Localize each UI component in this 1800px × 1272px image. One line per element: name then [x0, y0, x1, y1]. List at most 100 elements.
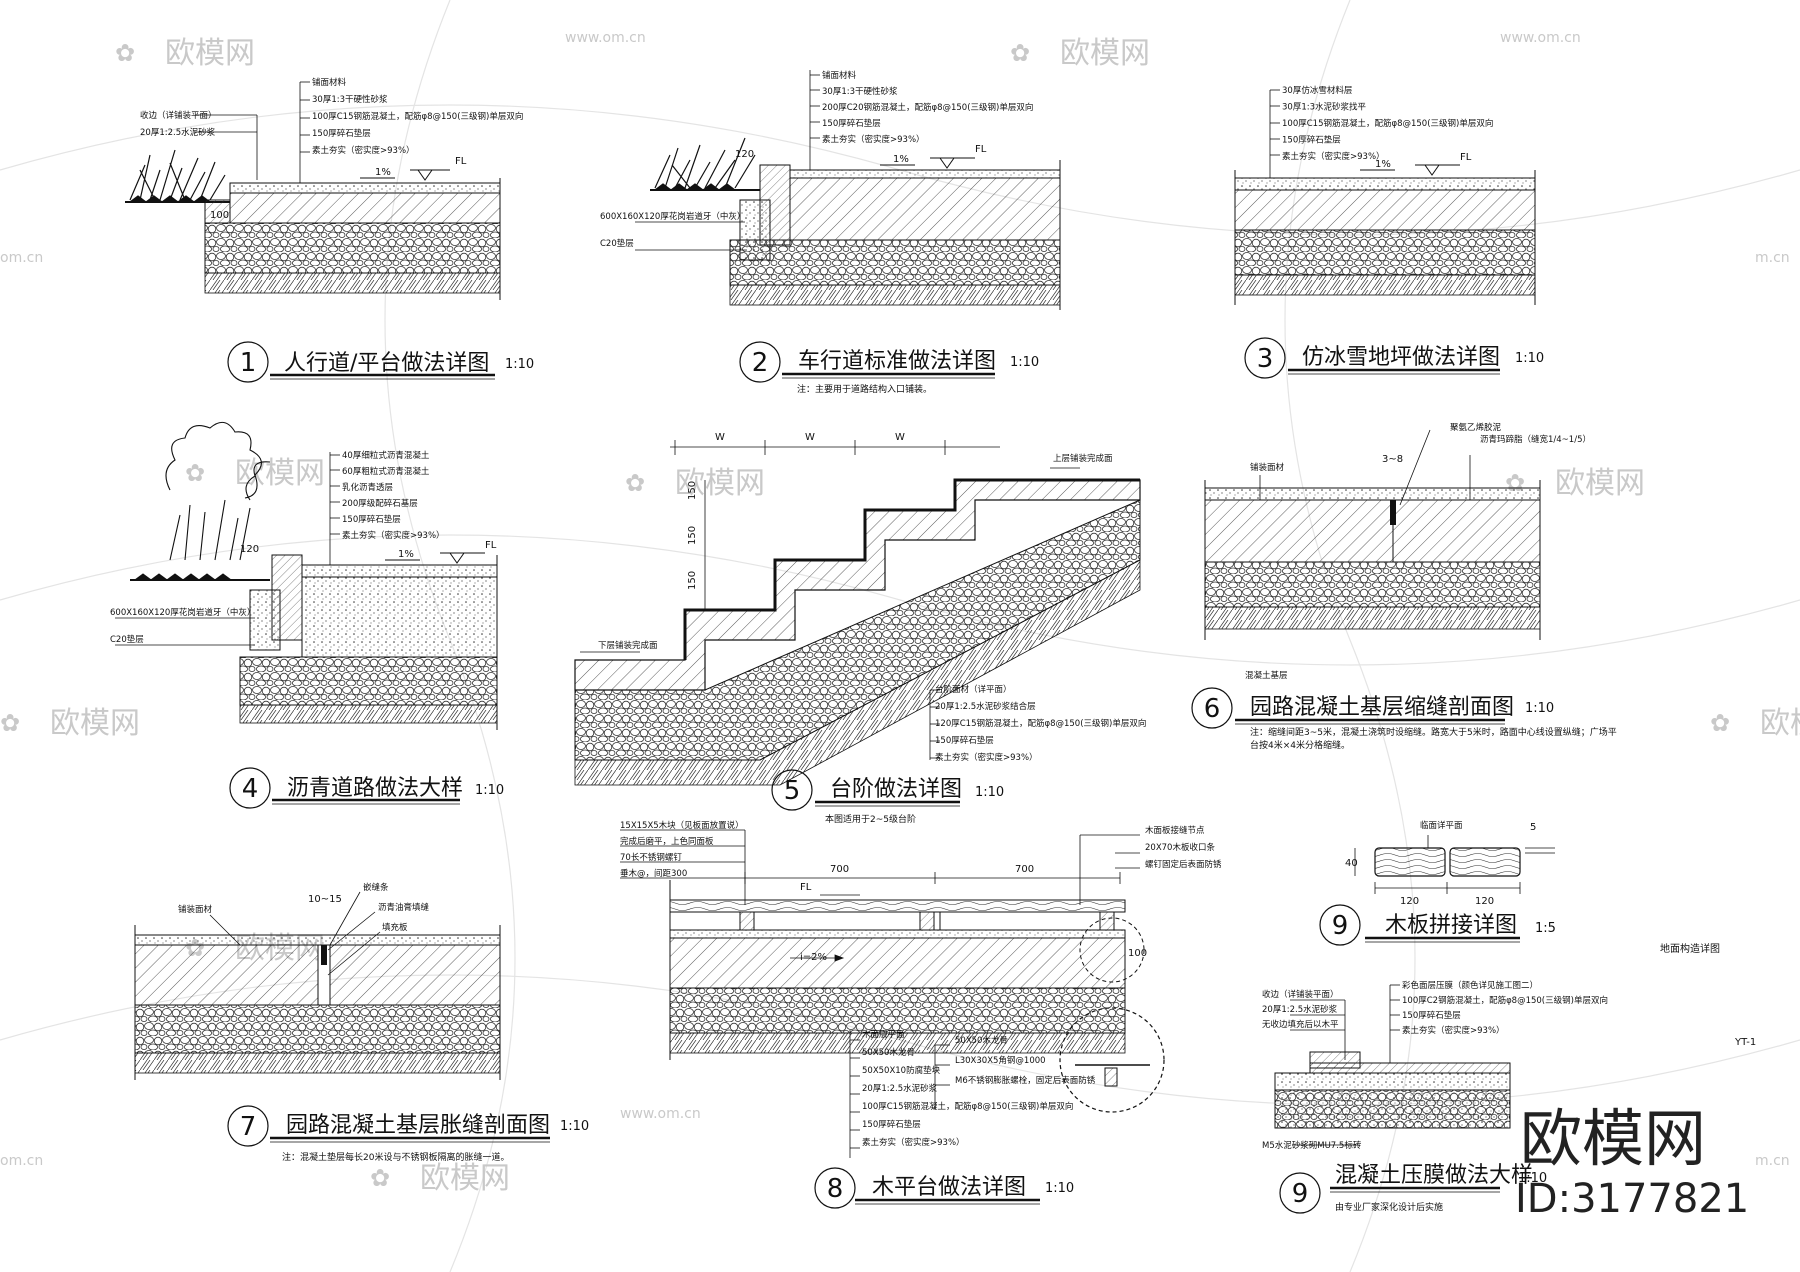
layer-label: 50X50木龙骨	[862, 1047, 915, 1058]
dimension-label: 120	[735, 149, 754, 160]
detail-5	[574, 440, 1141, 786]
layer-label: 150厚碎石垫层	[822, 118, 881, 129]
detail-number-circle	[1319, 904, 1361, 946]
callout-label: M6不锈钢膨胀螺栓，固定后表面防锈	[955, 1075, 1096, 1086]
side-label: 15X15X5木块（见板面放置说）	[620, 820, 744, 831]
layer-label: 200厚级配碎石基层	[342, 498, 418, 509]
detail-9-board	[1354, 835, 1555, 894]
detail-1	[125, 81, 501, 300]
side-label: 20厚1:2.5水泥砂浆	[1262, 1004, 1338, 1015]
layer-label: 填充板	[382, 922, 408, 933]
side-label: 20厚1:2.5水泥砂浆	[140, 127, 216, 138]
fl-marker	[360, 169, 450, 181]
dimension-label: 150	[687, 571, 698, 590]
watermark-logo-icon: ✿	[1710, 709, 1730, 737]
dimension-label: W	[715, 432, 725, 443]
detail-number-circle	[227, 1105, 269, 1147]
side-label: 70长不锈钢螺钉	[620, 852, 682, 863]
detail-number-circle	[227, 341, 269, 383]
dimension-label: 120	[1400, 896, 1419, 907]
detail-number-circle	[739, 341, 781, 383]
layer-label: 沥青油膏填缝	[378, 902, 430, 913]
brand-name: 欧模网	[1520, 1102, 1706, 1175]
layer-label: 30厚1:3水泥砂浆找平	[1282, 102, 1366, 113]
detail-number: 7	[240, 1112, 257, 1142]
dimension-label: 700	[1015, 864, 1034, 875]
dimension-label: 3~8	[1382, 454, 1403, 465]
detail-title: 木平台做法详图	[872, 1175, 1026, 1200]
detail-number: 3	[1257, 344, 1274, 374]
layer-label: 200厚C20钢筋混凝土，配筋φ8@150(三级钢)单层双向	[822, 102, 1033, 113]
watermark-logo-icon: ✿	[115, 39, 135, 67]
layer-label: 彩色面层压膜（颜色详见施工图二）	[1402, 980, 1538, 991]
layer-label: 聚氨乙烯胶泥	[1450, 422, 1502, 433]
detail-scale: 1:10	[1045, 1181, 1074, 1196]
layer-label: 木面层平面	[862, 1029, 905, 1040]
watermark-logo-icon: ✿	[0, 709, 20, 737]
detail-number: 8	[827, 1174, 844, 1204]
layer-label: 100厚C15钢筋混凝土，配筋φ8@150(三级钢)单层双向	[862, 1101, 1073, 1112]
detail-scale: 1:10	[560, 1119, 589, 1134]
layer-label: 30厚1:3干硬性砂浆	[822, 86, 898, 97]
layer-label: 铺装面材	[1250, 462, 1285, 473]
watermark-logo-icon: ✿	[625, 469, 645, 497]
sheet-code: YT-1	[1734, 1037, 1756, 1048]
watermark-url: m.cn	[1755, 1153, 1790, 1169]
side-label: 完成后磨平，上色同面板	[620, 836, 714, 847]
grass-icon	[650, 137, 760, 191]
dimension-label: 100	[1128, 948, 1147, 959]
side-label: C20垫层	[600, 238, 634, 249]
dimension-label: W	[895, 432, 905, 443]
layer-label: 150厚碎石垫层	[312, 128, 371, 139]
brand-id: ID:3177821	[1515, 1176, 1749, 1222]
fl-label: FL	[1460, 152, 1472, 163]
layer-label: 素土夯实（密实度>93%）	[822, 134, 925, 145]
layer-label: 铺面材料	[312, 77, 347, 88]
side-label: M5水泥砂浆砌MU7.5标砖	[1262, 1140, 1362, 1151]
layer-label: 120厚C15钢筋混凝土，配筋φ8@150(三级钢)单层双向	[935, 718, 1146, 729]
side-label: 无收边填充后以木平	[1262, 1019, 1339, 1030]
detail-title: 园路混凝土基层缩缝剖面图	[1250, 695, 1514, 720]
slope-label: 1%	[375, 167, 391, 178]
detail-title: 混凝土压膜做法大样	[1335, 1163, 1533, 1188]
detail-number-circle	[771, 769, 813, 811]
detail-scale: 1:10	[1518, 1171, 1547, 1186]
slope-label: 1%	[398, 549, 414, 560]
detail-number: 9	[1332, 911, 1349, 941]
layer-label: 30厚仿冰雪材料层	[1282, 85, 1352, 96]
shrub-icon	[130, 421, 271, 581]
detail-title: 台阶做法详图	[830, 777, 962, 802]
layer-label: 100厚C15钢筋混凝土，配筋φ8@150(三级钢)单层双向	[312, 111, 523, 122]
layer-label: 素土夯实（密实度>93%）	[862, 1137, 965, 1148]
layer-label: 100厚C2钢筋混凝土，配筋φ8@150(三级钢)单层双向	[1402, 995, 1608, 1006]
callout-label: 50X50木龙骨	[955, 1035, 1008, 1046]
dimension-label: 40	[1345, 858, 1358, 869]
fl-label: FL	[455, 156, 467, 167]
slope-label: i=2%	[800, 952, 827, 963]
layer-label: 嵌缝条	[363, 882, 389, 893]
slope-label: 1%	[893, 154, 909, 165]
detail-note: 注：缩缝间距3~5米，混凝土浇筑时设缩缝。路宽大于5米时，路面中心线设置纵缝；广…	[1250, 726, 1617, 738]
side-label: 下层铺装完成面	[598, 640, 658, 651]
detail-4	[115, 421, 498, 730]
watermark-text: 欧模网	[50, 706, 140, 741]
watermark-text: 欧模网	[1760, 706, 1800, 741]
fl-label: FL	[485, 540, 497, 551]
detail-scale: 1:10	[975, 785, 1004, 800]
layer-label: 50X50X10防腐垫块	[862, 1065, 941, 1076]
side-label: 上层铺装完成面	[1053, 453, 1113, 464]
detail-6	[1204, 429, 1541, 640]
detail-scale: 1:5	[1535, 921, 1556, 936]
detail-number: 9	[1292, 1179, 1309, 1209]
detail-number: 1	[240, 348, 257, 378]
detail-scale: 1:10	[1525, 701, 1554, 716]
layer-label: 150厚碎石垫层	[862, 1119, 921, 1130]
layer-label: 沥青玛蹄脂（缝宽1/4~1/5）	[1480, 434, 1591, 445]
side-label: 600X160X120厚花岗岩道牙（中灰）	[110, 607, 255, 618]
